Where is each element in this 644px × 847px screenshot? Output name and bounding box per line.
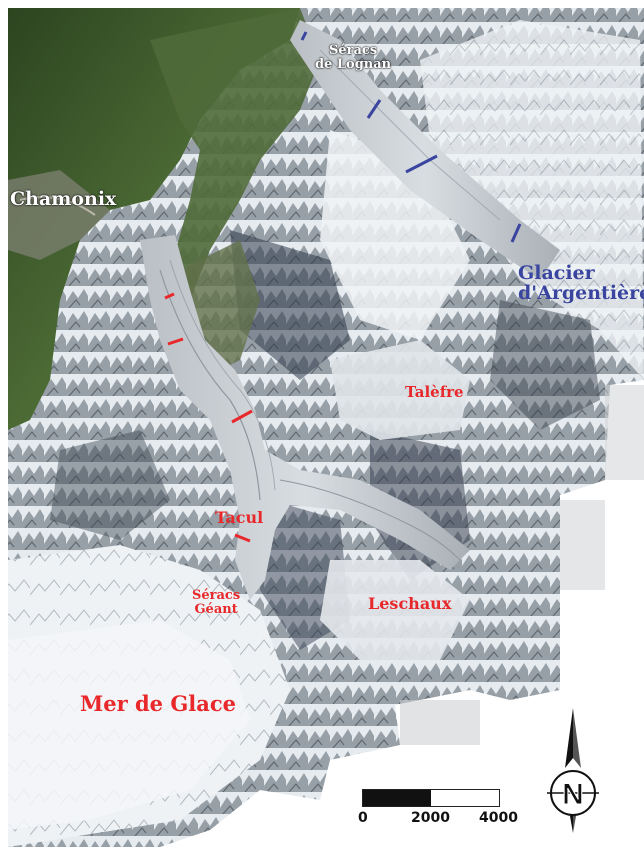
- scale-tick-2000: 2000: [411, 810, 450, 826]
- scale-tick-4000: 4000: [479, 810, 518, 826]
- label-leschaux: Leschaux: [368, 594, 452, 613]
- scale-bar-dark-segment: [363, 790, 431, 806]
- scale-tick-0: 0: [358, 810, 368, 826]
- label-seracs-lognan: Séracs de Lognan: [315, 43, 392, 72]
- north-arrow-icon: N: [547, 708, 599, 833]
- label-glacier-argentiere: Glacier d'Argentière: [518, 262, 644, 304]
- label-chamonix: Chamonix: [10, 188, 117, 210]
- scale-bar-light-segment: [431, 790, 499, 806]
- label-mer-de-glace: Mer de Glace: [80, 691, 237, 716]
- north-letter: N: [562, 778, 584, 811]
- label-seracs-geant: Séracs Géant: [192, 588, 241, 617]
- label-tacul: Tacul: [215, 508, 264, 527]
- label-talefre: Talèfre: [405, 383, 464, 401]
- scale-bar: [362, 789, 500, 807]
